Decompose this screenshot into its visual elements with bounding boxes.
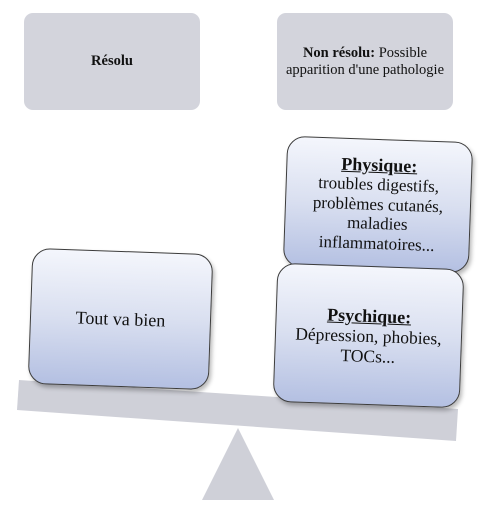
- physique-card: Physique: troubles digestifs, problèmes …: [282, 135, 474, 274]
- resolu-label: Résolu: [91, 53, 133, 69]
- tout-va-bien-label: Tout va bien: [75, 306, 166, 331]
- tout-va-bien-card: Tout va bien: [27, 247, 214, 391]
- non-resolu-text: Possible apparition d'une pathologie: [285, 44, 445, 78]
- physique-text: troubles digestifs, problèmes cutanés, m…: [312, 173, 444, 255]
- non-resolu-label: Non résolu: Possible apparition d'une pa…: [285, 45, 445, 79]
- psychique-card: Psychique: Dépression, phobies, TOCs...: [272, 262, 465, 409]
- resolu-box: Résolu: [24, 13, 200, 110]
- physique-title: Physique:: [341, 153, 418, 177]
- scale-beam: [17, 380, 458, 441]
- scale-fulcrum: [202, 428, 274, 500]
- psychique-text: Dépression, phobies, TOCs...: [295, 322, 442, 367]
- non-resolu-bold: Non résolu:: [302, 44, 376, 61]
- non-resolu-box: Non résolu: Possible apparition d'une pa…: [277, 13, 453, 110]
